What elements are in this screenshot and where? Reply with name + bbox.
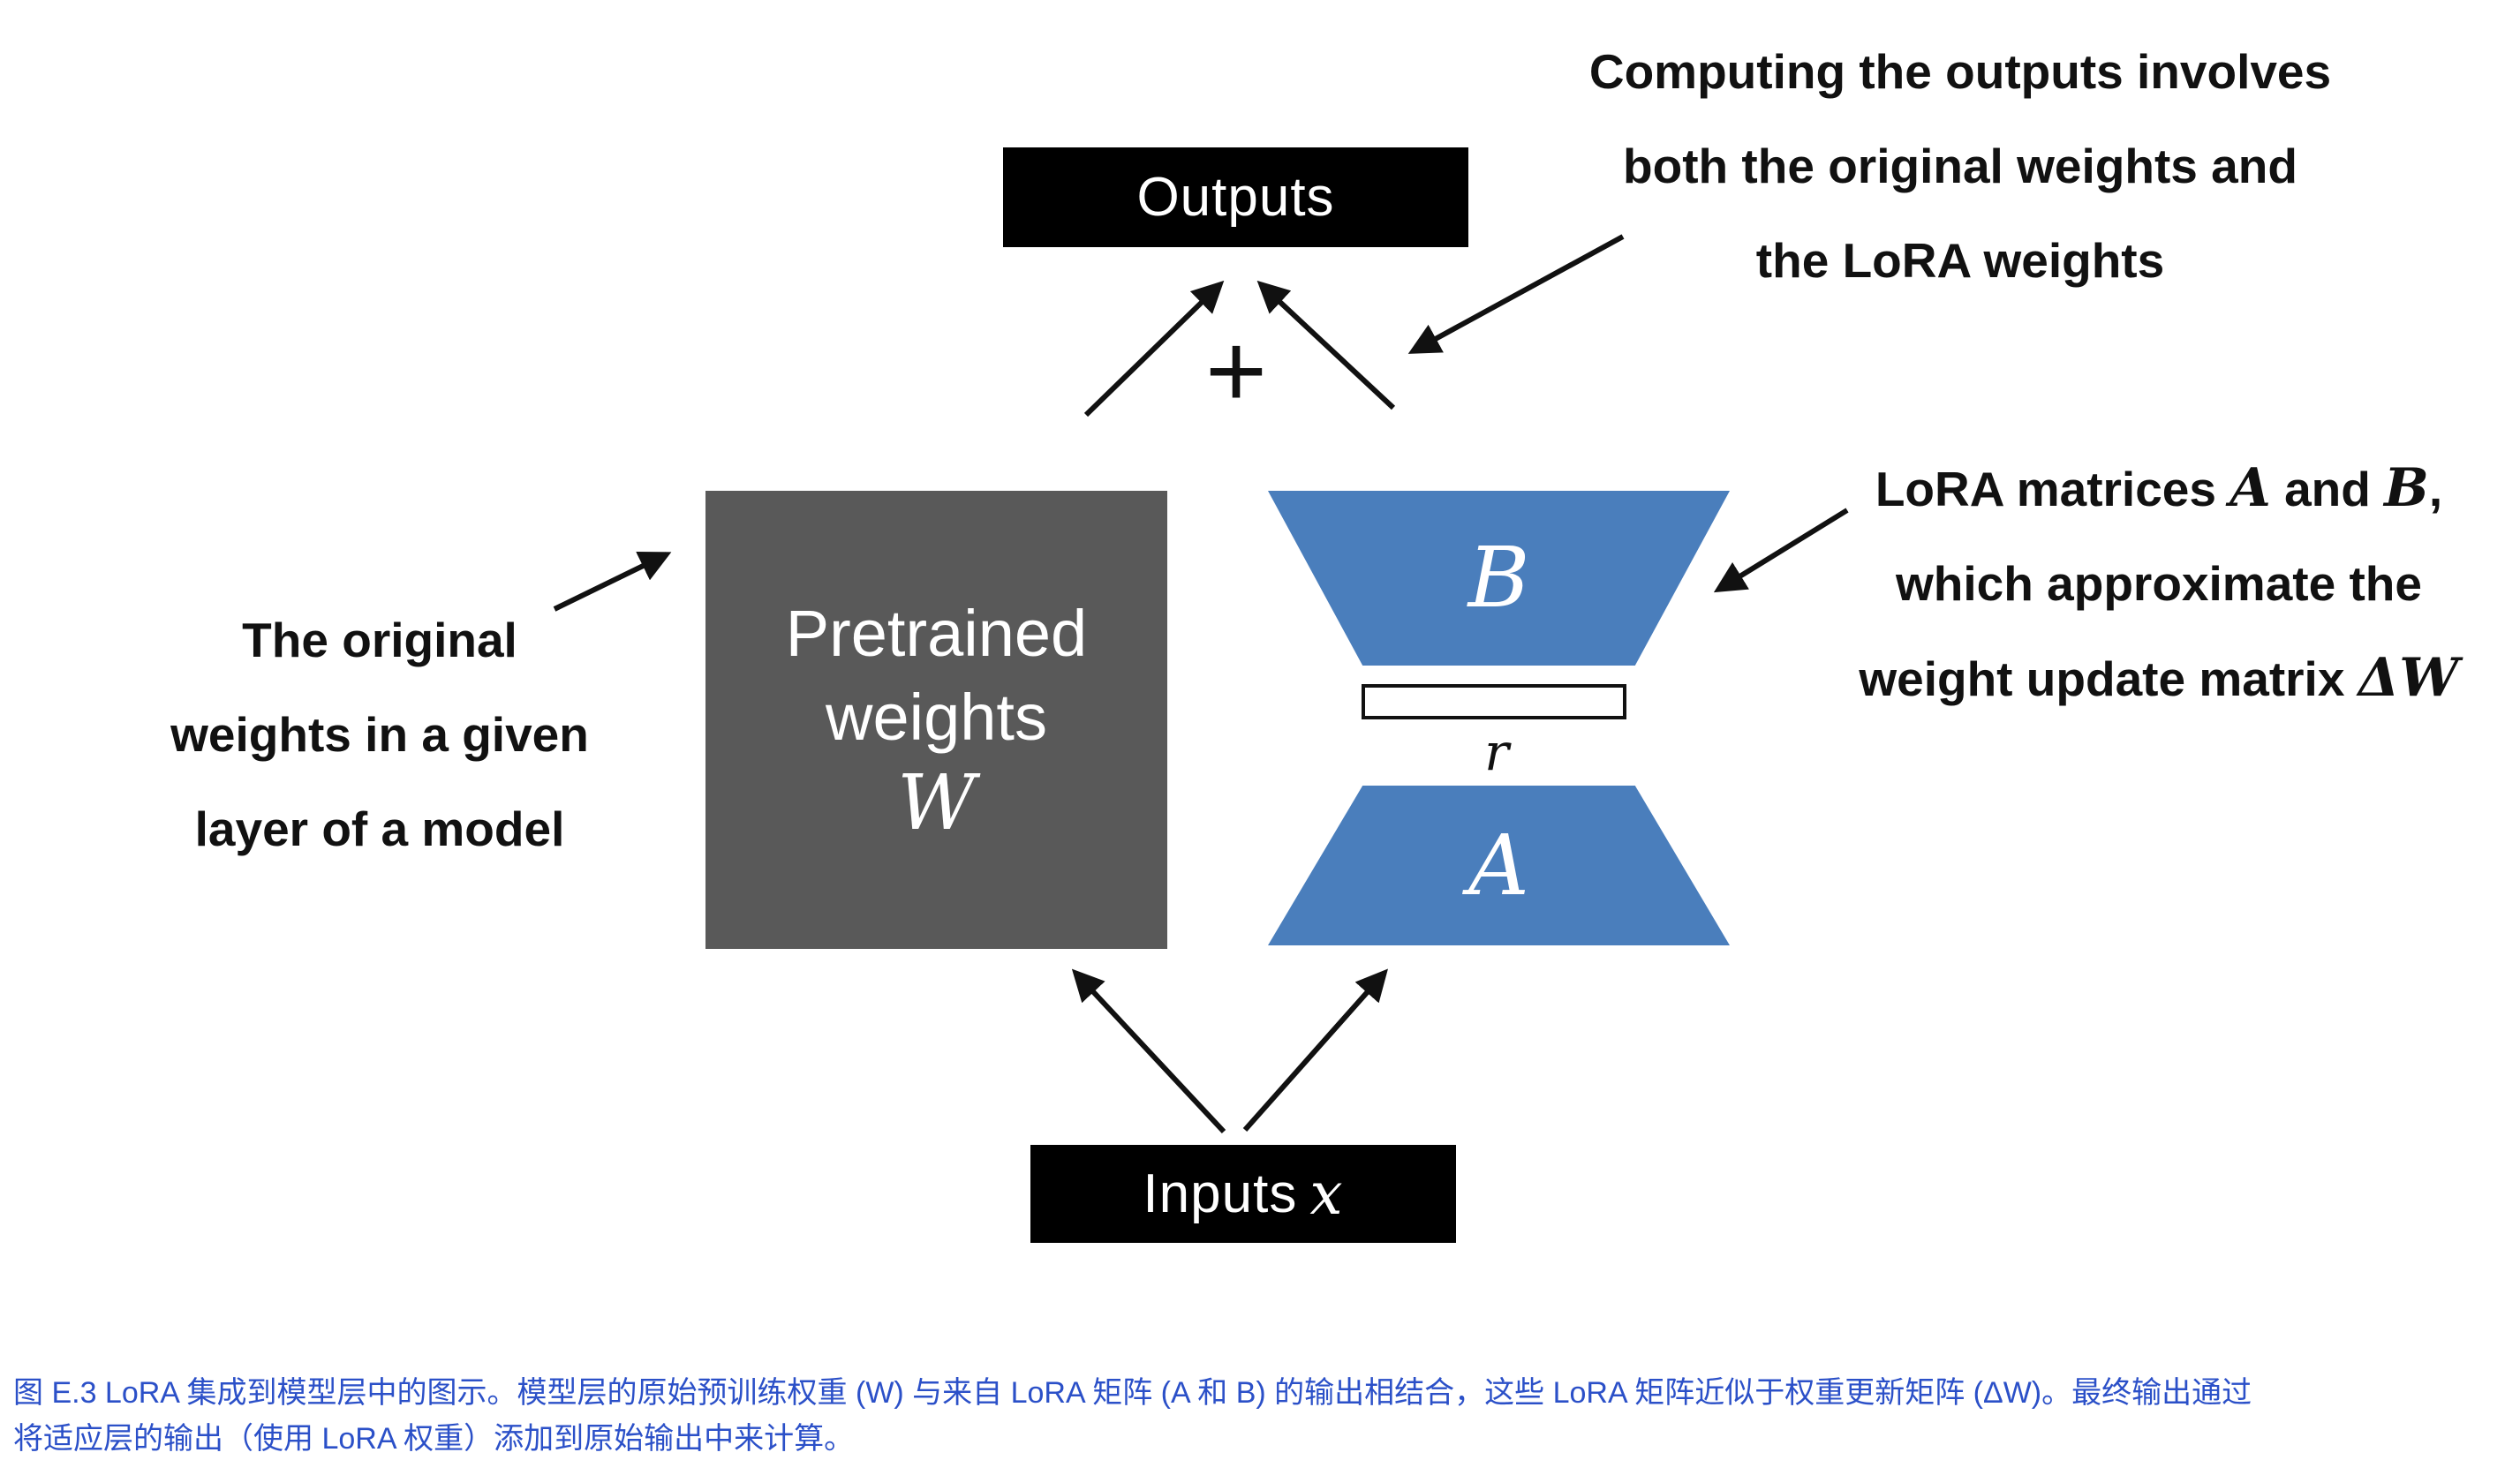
annotation-top-line2: both the original weights and: [1623, 139, 2297, 193]
delta-w-symbol: ΔW: [2358, 647, 2459, 709]
annotation-right-line3: weight update matrix ΔW: [1810, 631, 2508, 726]
arrow-inputs-to-pretrained: [1071, 968, 1226, 1134]
annotation-left-line3: layer of a model: [194, 801, 565, 856]
rank-bracket: [1362, 684, 1626, 719]
annotation-right-line2: which approximate the: [1896, 556, 2422, 611]
pretrained-weights-box: Pretrained weights W: [705, 491, 1167, 949]
lora-matrix-a: A: [1268, 786, 1730, 945]
annotation-left-line2: weights in a given: [170, 707, 589, 762]
outputs-label: Outputs: [1136, 167, 1335, 228]
rank-label: r: [1484, 722, 1509, 782]
pretrained-line1: Pretrained: [785, 597, 1088, 671]
pretrained-w-symbol: W: [897, 758, 976, 847]
annotation-right-line1: LoRA matrices A and B,: [1810, 441, 2508, 537]
plus-operator: +: [1204, 312, 1268, 430]
figure-caption: 图 E.3 LoRA 集成到模型层中的图示。模型层的原始预训练权重 (W) 与来…: [13, 1370, 2503, 1460]
annotation-top: Computing the outputs involves both the …: [1519, 25, 2402, 308]
annotation-top-line3: the LoRA weights: [1755, 233, 2165, 288]
matrix-b-symbol: B: [2384, 457, 2429, 519]
caption-line1: 图 E.3 LoRA 集成到模型层中的图示。模型层的原始预训练权重 (W) 与来…: [13, 1376, 2252, 1410]
annotation-right-text4: weight update matrix: [1859, 651, 2358, 706]
annotation-top-line1: Computing the outputs involves: [1588, 44, 2332, 99]
annotation-left: The original weights in a given layer of…: [71, 593, 689, 877]
caption-line2: 将适应层的输出（使用 LoRA 权重）添加到原始输出中来计算。: [13, 1422, 855, 1456]
inputs-box: Inputs x: [1030, 1145, 1456, 1243]
annotation-left-line1: The original: [242, 613, 517, 667]
inputs-label: Inputs: [1143, 1163, 1298, 1224]
matrix-a-label: A: [1468, 817, 1529, 914]
outputs-box: Outputs: [1003, 147, 1468, 247]
annotation-right: LoRA matrices A and B, which approximate…: [1810, 441, 2508, 726]
arrow-inputs-to-matrix-a: [1242, 968, 1388, 1132]
pretrained-line2: weights: [826, 681, 1047, 755]
annotation-right-text1: LoRA matrices: [1875, 462, 2230, 516]
matrix-b-label: B: [1467, 530, 1530, 627]
inputs-x-symbol: x: [1309, 1160, 1344, 1228]
annotation-right-text3: ,: [2428, 462, 2443, 516]
matrix-a-symbol: A: [2230, 457, 2271, 519]
lora-matrix-b: B: [1268, 491, 1730, 666]
annotation-right-text2: and: [2270, 462, 2385, 516]
